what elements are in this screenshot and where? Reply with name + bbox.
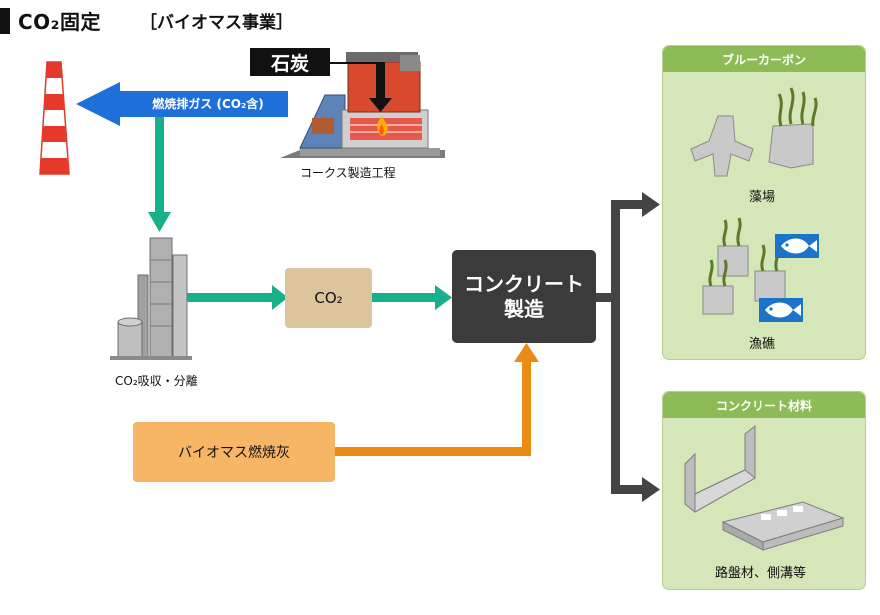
page-title: CO₂固定 — [18, 10, 101, 34]
reef-block-icon — [702, 217, 786, 315]
blue-carbon-panel: ブルーカーボン — [662, 45, 866, 360]
co2-arrow-head — [272, 285, 288, 310]
branch-bottom — [611, 485, 645, 494]
blue-carbon-heading: ブルーカーボン — [663, 46, 865, 72]
chimney-icon — [39, 61, 70, 175]
blue-carbon-item-seaweed: 藻場 — [749, 190, 776, 205]
concrete-materials-item: 路盤材、側溝等 — [715, 566, 807, 581]
title-accent-bar — [0, 8, 10, 34]
concrete-manufacturing-box: コンクリート 製造 — [452, 250, 596, 343]
coke-plant-icon — [250, 48, 445, 158]
concrete-materials-graphics — [684, 424, 845, 551]
paving-block-icon — [721, 501, 845, 551]
fish-icon — [775, 234, 819, 258]
ash-arrow-head — [514, 343, 539, 362]
down-arrow-shaft — [155, 117, 164, 215]
concrete-arrow-shaft — [372, 293, 438, 302]
branch-stem — [596, 293, 618, 302]
concrete-materials-panel: コンクリート材料 路盤材、側溝等 — [662, 391, 866, 590]
concrete-box-line2: 製造 — [504, 296, 544, 321]
absorption-tower-icon — [110, 237, 192, 360]
fish-icon-2 — [759, 298, 803, 322]
gutter-icon — [684, 424, 756, 513]
seaweed-tetrapod-icon — [768, 87, 818, 169]
ash-arrow-vertical — [522, 358, 531, 456]
biomass-ash-box: バイオマス燃焼灰 — [133, 422, 335, 482]
blue-carbon-graphics — [690, 87, 819, 322]
co2-arrow-shaft — [187, 293, 275, 302]
branch-top — [611, 200, 645, 209]
tetrapod-icon — [690, 115, 754, 177]
ash-arrow-horizontal — [335, 447, 531, 456]
flue-gas-label: 燃焼排ガス (CO₂含) — [152, 97, 264, 111]
branch-vertical — [611, 200, 620, 494]
blue-carbon-item-reef: 漁礁 — [749, 337, 776, 352]
coke-caption: コークス製造工程 — [300, 166, 396, 180]
down-arrow-head — [148, 212, 171, 232]
flue-gas-arrow — [76, 82, 288, 126]
concrete-box-line1: コンクリート — [464, 271, 584, 296]
concrete-materials-heading: コンクリート材料 — [663, 392, 865, 418]
co2-box: CO₂ — [285, 268, 372, 328]
absorption-caption: CO₂吸収・分離 — [115, 374, 198, 388]
branch-top-head — [642, 192, 660, 217]
concrete-arrow-head — [435, 285, 452, 310]
branch-bottom-head — [642, 477, 660, 502]
page-subtitle: ［バイオマス事業］ — [140, 13, 293, 33]
coal-label: 石炭 — [270, 52, 309, 75]
